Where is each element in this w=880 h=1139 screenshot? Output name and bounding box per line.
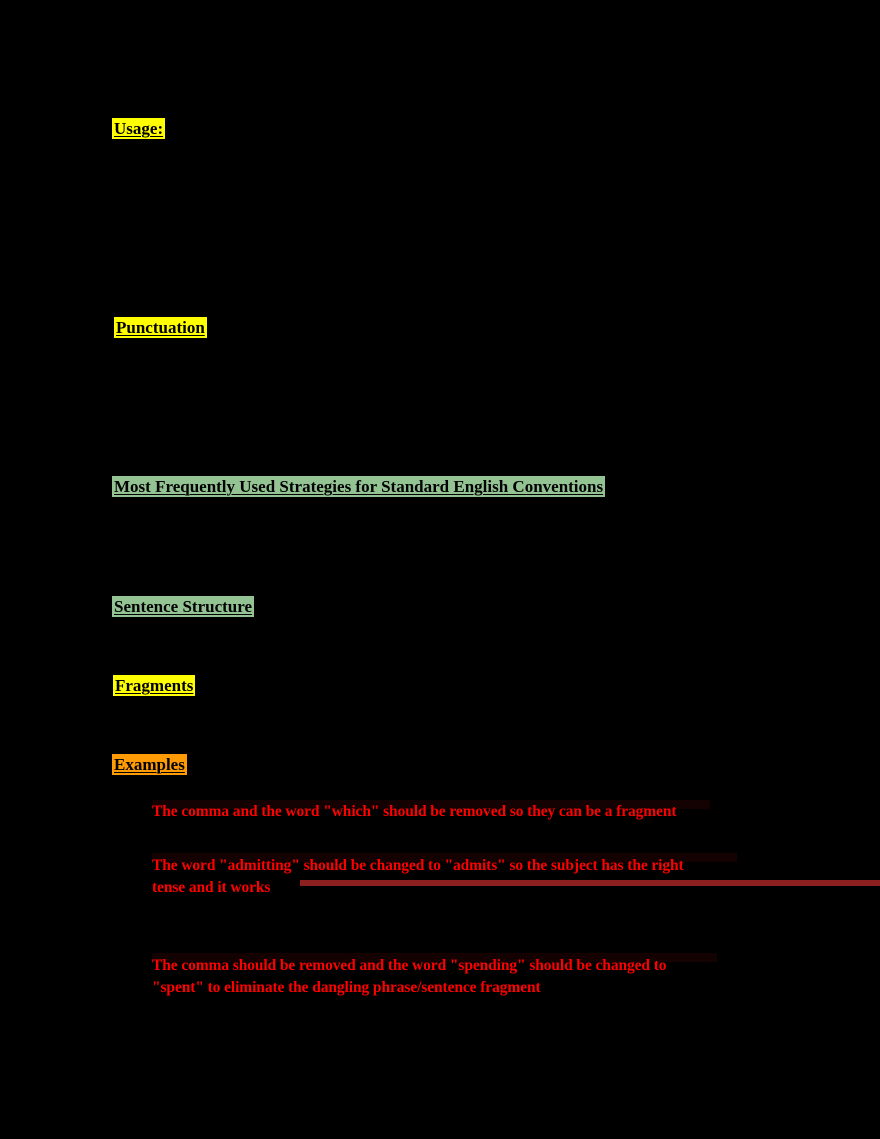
heading-punctuation-wrap: Punctuation (98, 299, 207, 357)
heading-sentence-structure: Sentence Structure (112, 596, 255, 617)
heading-usage-wrap: Usage: (96, 100, 166, 158)
example-line-2-1: The word "admitting" should be changed t… (152, 857, 684, 874)
scan-artifact-band-1 (152, 800, 710, 809)
heading-punctuation: Punctuation (114, 317, 207, 338)
heading-fragments: Fragments (113, 675, 196, 696)
heading-examples: Examples (112, 754, 187, 775)
example-line-3-1: The comma should be removed and the word… (152, 957, 667, 974)
heading-strategies-wrap: Most Frequently Used Strategies for Stan… (96, 458, 606, 516)
heading-strategies: Most Frequently Used Strategies for Stan… (112, 476, 606, 497)
scan-artifact-band-2 (152, 853, 737, 862)
heading-usage: Usage: (112, 118, 166, 139)
example-line-2-2: tense and it works (152, 879, 271, 896)
heading-fragments-wrap: Fragments (97, 657, 196, 715)
example-line-1-1: The comma and the word "which" should be… (152, 803, 677, 820)
margin-rule-right (300, 880, 880, 886)
heading-sentence-structure-wrap: Sentence Structure (96, 578, 255, 636)
example-line-3-2: "spent" to eliminate the dangling phrase… (152, 979, 541, 996)
heading-examples-wrap: Examples (96, 736, 187, 794)
scan-artifact-band-3 (152, 953, 717, 962)
